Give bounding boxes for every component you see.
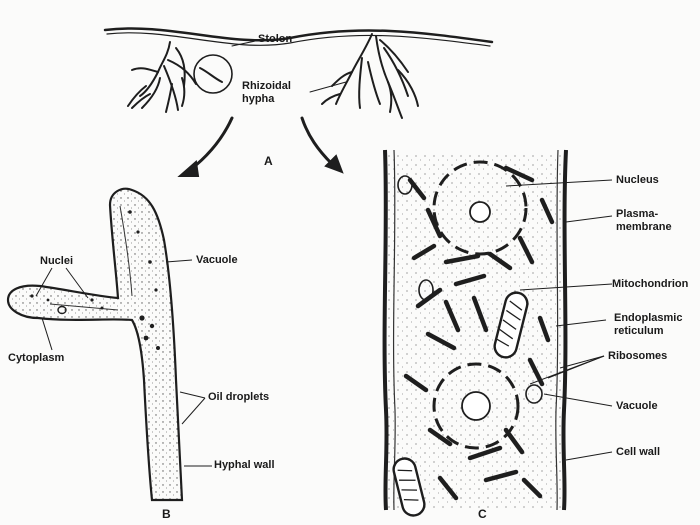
- label-rhizoidal-hypha: Rhizoidal hypha: [242, 80, 291, 106]
- label-ribosomes: Ribosomes: [608, 350, 667, 363]
- cell-wall-right: [563, 150, 566, 510]
- label-cell-wall: Cell wall: [616, 446, 660, 459]
- figure-b-drawing: [8, 189, 212, 500]
- cell-wall-left: [385, 150, 387, 510]
- label-mitochondrion: Mitochondrion: [612, 278, 688, 291]
- label-nucleus: Nucleus: [616, 174, 659, 187]
- label-vacuole-c: Vacuole: [616, 400, 658, 413]
- label-cytoplasm: Cytoplasm: [8, 352, 64, 365]
- rhizoid-magnify-circle: [194, 55, 232, 93]
- label-nuclei: Nuclei: [40, 255, 73, 268]
- label-vacuole-b: Vacuole: [196, 254, 238, 267]
- label-figure-a: A: [264, 155, 273, 168]
- label-endoplasmic-reticulum: Endoplasmic reticulum: [614, 312, 682, 338]
- label-figure-b: B: [162, 508, 171, 521]
- label-hyphal-wall: Hyphal wall: [214, 459, 275, 472]
- figure-c-drawing: [385, 150, 612, 518]
- rhizoid-cluster-right: [322, 34, 418, 118]
- rhizoid-cluster-left: [128, 42, 196, 112]
- label-plasma-membrane: Plasma- membrane: [616, 208, 672, 234]
- label-oil-droplets: Oil droplets: [208, 391, 269, 404]
- label-figure-c: C: [478, 508, 487, 521]
- arrow-to-c: [302, 118, 332, 164]
- hypha-outline: [8, 189, 182, 500]
- label-stolon: Stolon: [258, 33, 292, 46]
